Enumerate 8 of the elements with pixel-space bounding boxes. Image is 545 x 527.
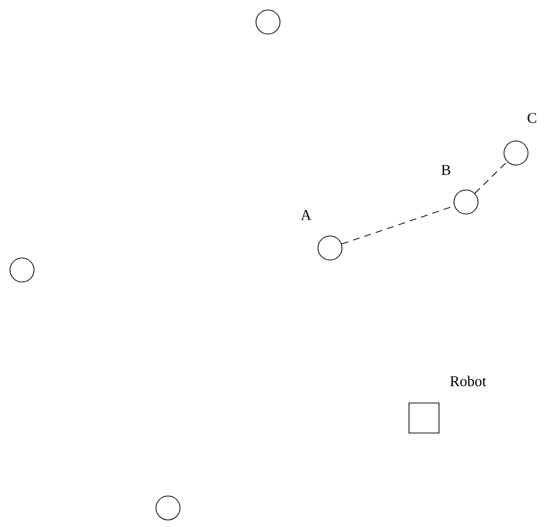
circle-marker <box>156 496 180 520</box>
node-label: A <box>300 210 312 220</box>
node-label: C <box>528 112 536 123</box>
circle-marker <box>256 10 280 34</box>
dashed-line <box>474 161 508 194</box>
node-label: B <box>441 165 450 175</box>
node-label: Robot <box>450 376 486 386</box>
circle-marker <box>10 258 34 282</box>
